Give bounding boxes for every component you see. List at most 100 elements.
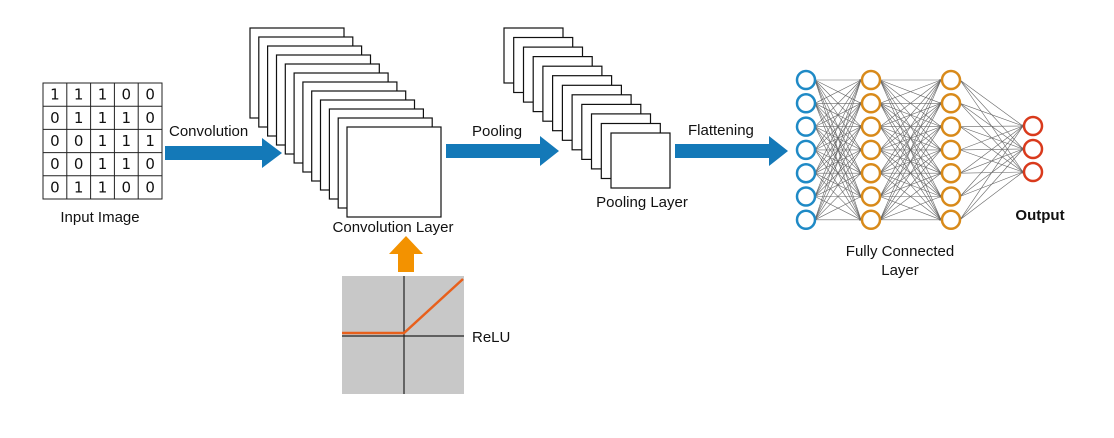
hidden-neuron [860, 69, 882, 91]
hidden-neuron [940, 93, 962, 114]
convolution-layer-label: Convolution Layer [333, 219, 454, 236]
hidden-neuron [860, 162, 882, 184]
input-neuron [795, 209, 817, 231]
grid-cell-value: 1 [98, 86, 108, 104]
flattening-arrow [675, 136, 788, 166]
output-neuron [1022, 161, 1044, 183]
network-connection [814, 125, 862, 220]
flattening-step-label: Flattening [688, 122, 754, 139]
output-neuron [1022, 115, 1044, 137]
network-connection [814, 196, 862, 221]
pooling-arrow [446, 136, 559, 166]
input-image-label: Input Image [60, 209, 139, 226]
network-connection [814, 79, 862, 151]
hidden-neuron [860, 116, 882, 137]
input-neuron [795, 186, 817, 207]
hidden-neuron [940, 186, 962, 207]
network-connection [814, 79, 862, 127]
network-connection [959, 125, 1024, 151]
grid-cell-value: 0 [50, 109, 60, 127]
hidden-neuron [940, 116, 962, 137]
pooling-step-label: Pooling [472, 123, 522, 140]
fully-connected-label-line1: Fully Connected [846, 243, 954, 260]
network-connection [879, 79, 942, 104]
hidden-neuron [860, 93, 882, 114]
network-connection [959, 125, 1024, 220]
grid-cell-value: 1 [122, 155, 132, 173]
network-connection [879, 79, 942, 197]
network-connection [959, 148, 1024, 220]
pooling-feature-maps [503, 27, 671, 189]
fully-connected-network [795, 69, 1044, 231]
grid-cell-value: 0 [122, 86, 132, 104]
network-connection [814, 102, 862, 220]
network-connection [814, 79, 862, 197]
relu-graph [342, 276, 464, 394]
network-connection [959, 124, 1024, 128]
network-connection [879, 102, 942, 220]
network-connection [814, 79, 862, 104]
grid-cell-value: 1 [98, 132, 108, 150]
grid-cell-value: 1 [98, 109, 108, 127]
input-neuron [795, 139, 817, 161]
network-connection [879, 79, 942, 220]
grid-cell-value: 1 [122, 109, 132, 127]
output-neuron [1022, 138, 1044, 160]
grid-cell-value: 0 [122, 178, 132, 196]
grid-cell-value: 1 [74, 86, 84, 104]
network-connection [879, 149, 942, 220]
grid-cell-value: 0 [145, 86, 155, 104]
grid-cell-value: 0 [145, 155, 155, 173]
network-connection [879, 79, 942, 127]
output-label: Output [1015, 207, 1064, 224]
grid-cell-value: 0 [50, 155, 60, 173]
hidden-neuron [940, 162, 962, 184]
network-connection [959, 103, 1024, 127]
input-neuron [795, 93, 817, 114]
network-connection [879, 79, 942, 151]
grid-cell-value: 1 [50, 86, 60, 104]
hidden-neuron [940, 209, 962, 231]
convolution-step-label: Convolution [169, 123, 248, 140]
network-connection [959, 171, 1024, 221]
network-connection [879, 125, 942, 220]
grid-cell-value: 0 [145, 109, 155, 127]
hidden-neuron [860, 186, 882, 207]
grid-cell-value: 1 [122, 132, 132, 150]
network-connection [879, 79, 942, 174]
grid-cell-value: 1 [98, 178, 108, 196]
network-connection [814, 79, 862, 174]
network-connection [959, 79, 1024, 127]
convolution-feature-maps [249, 27, 442, 218]
convolution-arrow [165, 138, 282, 168]
relu-label: ReLU [472, 329, 510, 346]
fully-connected-label-line2: Layer [881, 262, 919, 279]
network-connection [879, 172, 942, 221]
grid-cell-value: 0 [74, 155, 84, 173]
input-neuron [795, 116, 817, 137]
input-neuron [795, 162, 817, 184]
pooling-layer-label: Pooling Layer [596, 194, 688, 211]
convolution-feature-map [346, 126, 442, 218]
pooling-feature-map [610, 132, 671, 189]
grid-cell-value: 1 [145, 132, 155, 150]
grid-cell-value: 0 [50, 178, 60, 196]
hidden-neuron [860, 139, 882, 161]
input-neuron [795, 69, 817, 91]
grid-cell-value: 0 [50, 132, 60, 150]
network-connections [814, 78, 1024, 222]
grid-border [42, 82, 163, 200]
network-connection [814, 172, 862, 221]
network-connection [879, 195, 942, 221]
grid-cell-value: 1 [98, 155, 108, 173]
hidden-neuron [940, 69, 962, 91]
relu-up-arrow [389, 236, 423, 272]
network-connection [959, 125, 1024, 197]
grid-cell-value: 0 [145, 178, 155, 196]
grid-cell-value: 1 [74, 178, 84, 196]
network-connection [959, 125, 1024, 174]
network-connection [814, 79, 862, 220]
relu-curve [342, 278, 464, 335]
